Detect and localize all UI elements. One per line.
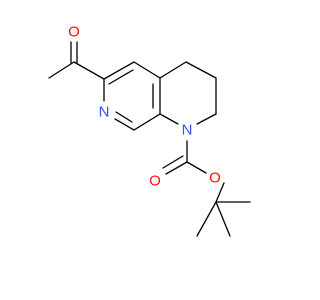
bond-c8a-c8 [133, 113, 161, 131]
molecule-structure: O N N O O [48, 24, 251, 237]
atom-o-ester: O [209, 170, 221, 187]
bond-carbamate-o [186, 161, 207, 174]
bond-c4a-c4 [159, 61, 187, 79]
atom-o-acetyl: O [68, 24, 80, 41]
bond-c4-c3 [185, 61, 217, 79]
bond-carbamate-co-2 [162, 155, 184, 169]
bond-c2-n1 [196, 113, 217, 125]
bond-c8-n7-inner [115, 111, 133, 123]
bond-c5-c4a [133, 61, 161, 79]
bond-carbonyl-c6 [73, 61, 105, 80]
bond-tbutyl-me3 [215, 201, 231, 237]
bond-c6-c5 [103, 61, 135, 80]
bond-carbamate-co-1 [165, 161, 188, 175]
bond-c8-n7 [114, 118, 135, 131]
bond-n1-c8a [159, 113, 179, 125]
atom-n-ring: N [182, 122, 193, 139]
bond-o-tbutyl [215, 182, 225, 203]
bond-c6-c5-inner [108, 69, 134, 85]
bond-tbutyl-me1 [196, 201, 217, 237]
bond-ch3-carbonyl [48, 61, 75, 79]
atom-n-pyridine: N [99, 104, 110, 121]
atom-o-carbonyl: O [149, 173, 161, 190]
